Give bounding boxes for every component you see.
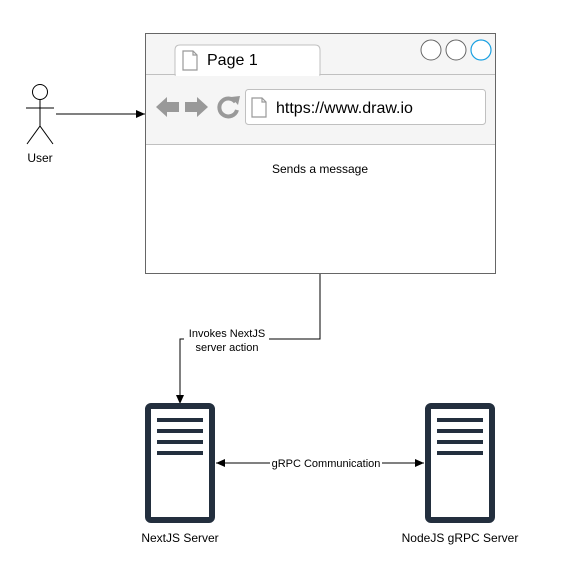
window-button-minimize[interactable] [420, 39, 442, 61]
reload-icon[interactable] [217, 96, 240, 119]
tab-page-1[interactable] [174, 44, 321, 76]
address-page-icon [251, 97, 267, 118]
browser-window[interactable]: Page 1 https://www.draw.io Sends a messa… [145, 33, 496, 274]
back-arrow-icon[interactable] [156, 97, 179, 117]
invoke-label-line1: Invokes NextJS [189, 328, 265, 340]
nodejs-server-label: NodeJS gRPC Server [402, 531, 519, 545]
forward-arrow-icon[interactable] [185, 97, 208, 117]
grpc-label: gRPC Communication [272, 458, 381, 470]
tab-title: Page 1 [207, 52, 258, 69]
nodejs-grpc-server[interactable]: NodeJS gRPC Server [402, 403, 519, 545]
window-button-close[interactable] [470, 39, 492, 61]
address-bar[interactable] [245, 89, 486, 125]
address-url[interactable]: https://www.draw.io [276, 100, 413, 117]
nextjs-server[interactable]: NextJS Server [141, 403, 219, 545]
server-icon [425, 403, 495, 523]
window-button-maximize[interactable] [445, 39, 467, 61]
user-actor[interactable]: User [26, 84, 54, 166]
nextjs-server-label: NextJS Server [141, 531, 218, 545]
user-label: User [27, 151, 52, 165]
invoke-label-line2: server action [196, 342, 259, 354]
stick-figure-icon [26, 84, 54, 145]
browser-content-text: Sends a message [272, 162, 368, 176]
page-icon [182, 50, 198, 71]
server-icon [145, 403, 215, 523]
